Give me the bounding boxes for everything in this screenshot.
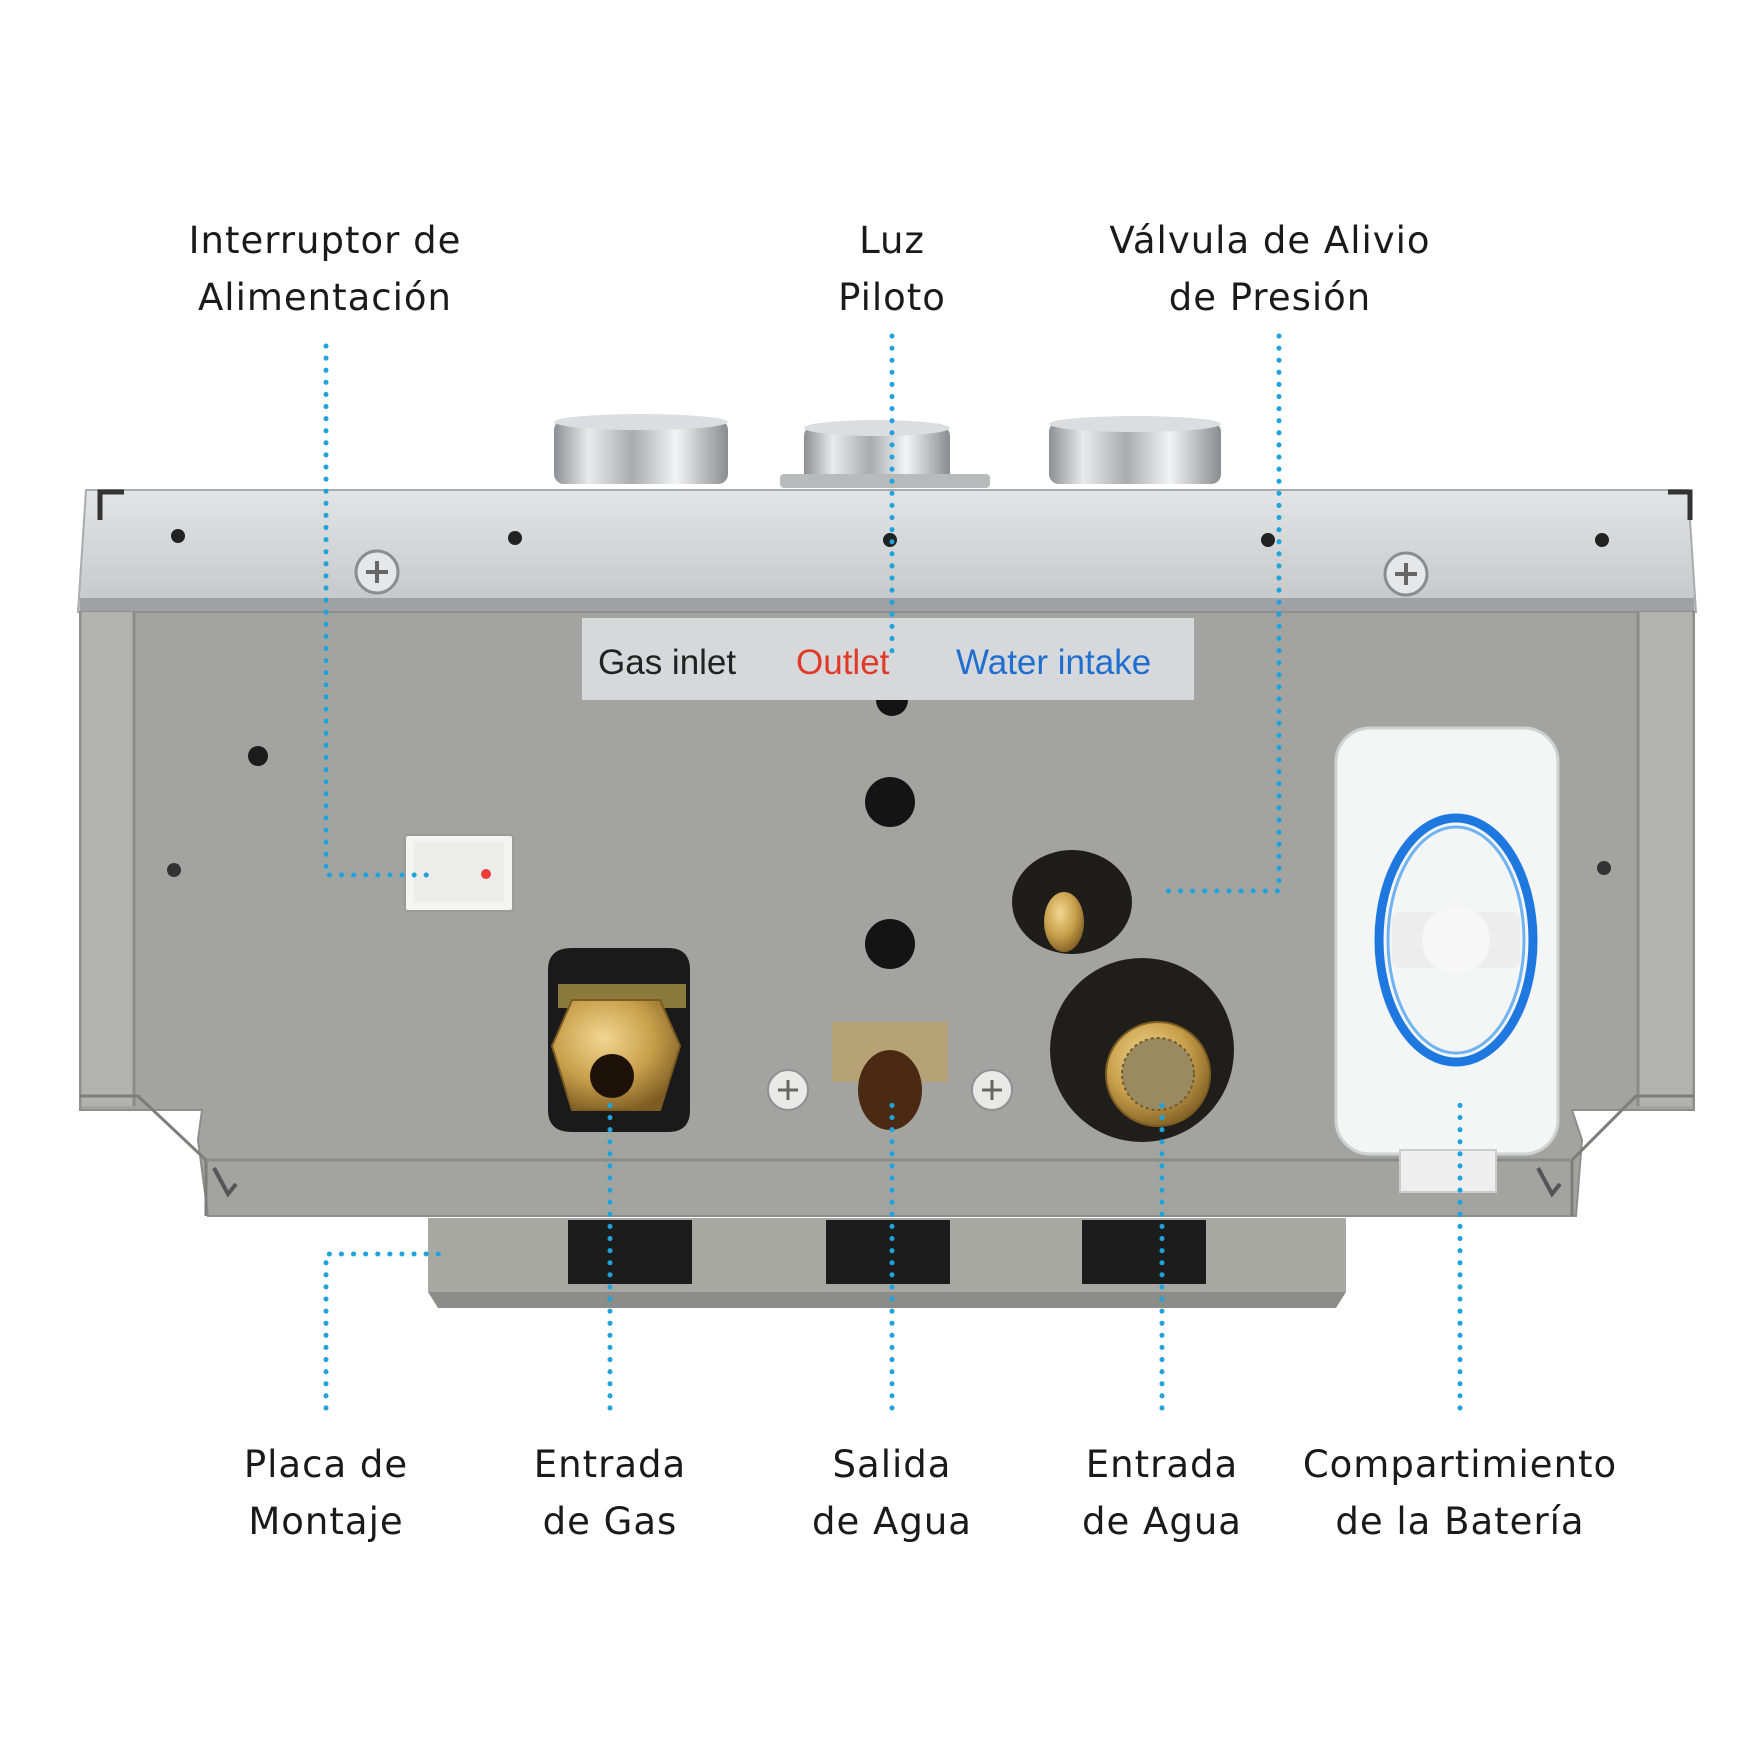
leader-lines [323, 333, 1463, 1411]
sticker-outlet-text: Outlet [796, 643, 890, 682]
label-gas-inlet: Entrada de Gas [533, 1443, 687, 1543]
water-inlet-fitting [1050, 958, 1234, 1142]
power-switch[interactable] [404, 834, 514, 912]
gas-inlet-fitting [548, 948, 690, 1132]
battery-ring-icon [1374, 813, 1538, 1067]
water-outlet-fitting [767, 1022, 1013, 1130]
label-relief-valve: Válvula de Alivio de Presión [1109, 219, 1431, 319]
control-knobs [554, 414, 1221, 488]
label-mounting-plate: Placa de Montaje [243, 1443, 409, 1543]
relief-valve-opening [1012, 850, 1132, 954]
mounting-plate [428, 1218, 1346, 1308]
leader-relief-valve [1163, 333, 1282, 894]
sticker-gas-text: Gas inlet [598, 643, 736, 682]
label-battery-compartment: Compartimiento de la Batería [1302, 1443, 1618, 1543]
battery-compartment[interactable] [1334, 726, 1560, 1193]
heater-body [79, 611, 1695, 1217]
switch-indicator-icon [481, 869, 491, 879]
label-pilot-light: Luz Piloto [838, 219, 946, 319]
top-panel [76, 489, 1698, 613]
label-water-outlet: Salida de Agua [812, 1443, 972, 1543]
sticker-water-text: Water intake [956, 643, 1151, 682]
label-power-switch: Interruptor de Alimentación [188, 219, 462, 319]
connection-sticker: Gas inlet Outlet Water intake [582, 618, 1194, 700]
label-water-inlet: Entrada de Agua [1082, 1443, 1242, 1543]
